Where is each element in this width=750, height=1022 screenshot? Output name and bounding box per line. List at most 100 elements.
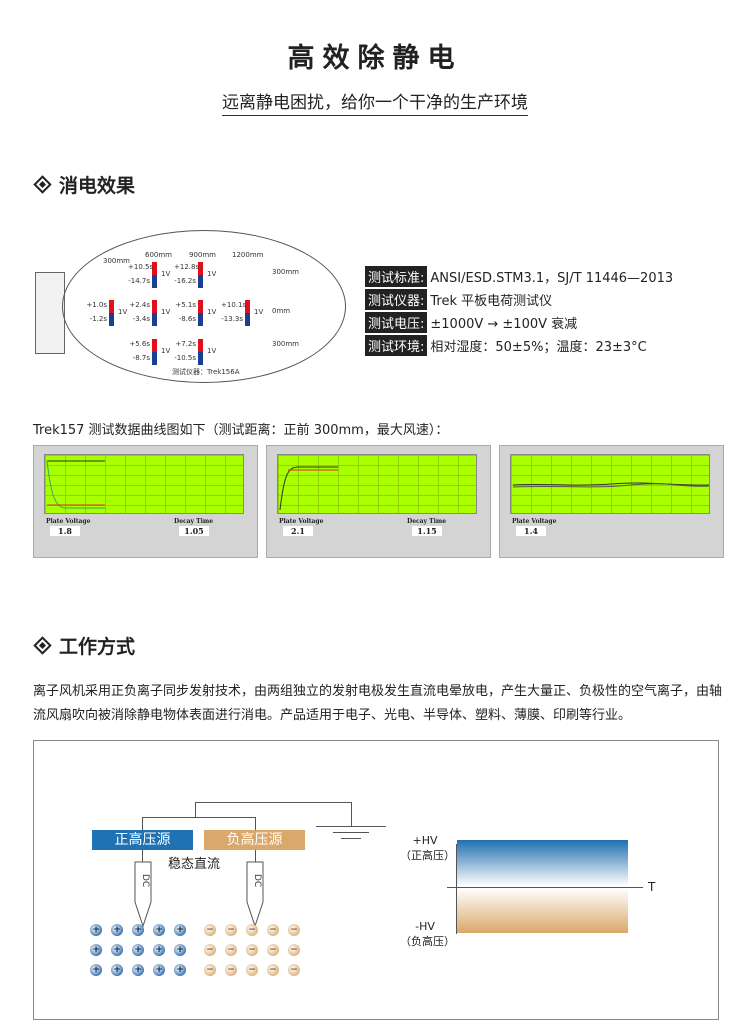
- positive-ion-icon: +: [174, 964, 186, 976]
- voltage-label: 1V: [161, 308, 171, 316]
- voltage-label: 1V: [254, 308, 264, 316]
- positive-ion-icon: +: [174, 924, 186, 936]
- steady-dc-label: 稳态直流: [168, 857, 221, 872]
- negative-hv-source: 负高压源: [204, 830, 305, 850]
- pos-decay-time: +5.1s: [175, 301, 196, 309]
- pos-decay-time: +7.2s: [175, 340, 196, 348]
- negative-ion-icon: −: [267, 944, 279, 956]
- page-title: 高效除静电: [287, 43, 463, 74]
- spec-key: 测试仪器:: [365, 289, 428, 310]
- col-label: 300mm: [103, 257, 130, 265]
- electrode-positive-icon: DC: [134, 861, 152, 928]
- negative-ion-icon: −: [204, 944, 216, 956]
- diamond-icon: [33, 636, 52, 655]
- hv-pos-label: +HV: [412, 834, 438, 847]
- decay-bar: [152, 262, 157, 288]
- diamond-icon: [33, 175, 52, 194]
- decay-bar: [198, 262, 203, 288]
- decay-bar: [198, 300, 203, 326]
- decay-time-label: Decay Time: [407, 518, 447, 525]
- section-working-heading: 工作方式: [33, 632, 135, 659]
- spec-key: 测试标准:: [365, 266, 428, 287]
- col-label: 1200mm: [232, 251, 264, 259]
- voltage-label: 1V: [118, 308, 128, 316]
- spec-value: Trek 平板电荷测试仪: [430, 294, 553, 309]
- t-label: T: [648, 880, 656, 894]
- row-label: 300mm: [272, 340, 299, 348]
- voltage-label: 1V: [207, 270, 217, 278]
- trek-caption: Trek157 测试数据曲线图如下（测试距离：正前 300mm，最大风速）：: [33, 423, 449, 438]
- svg-text:DC: DC: [252, 874, 262, 887]
- plate-voltage-label: Plate Voltage: [46, 518, 91, 525]
- spec-value: ANSI/ESD.STM3.1，SJ/T 11446—2013: [430, 271, 674, 286]
- electrode-negative-icon: DC: [246, 861, 264, 928]
- spec-key: 测试环境:: [365, 335, 428, 356]
- negative-ion-icon: −: [288, 964, 300, 976]
- col-label: 900mm: [189, 251, 216, 259]
- negative-ion-icon: −: [246, 944, 258, 956]
- negative-ion-icon: −: [246, 924, 258, 936]
- plate-voltage-value: 1.4: [516, 526, 546, 536]
- decay-bar: [245, 300, 250, 326]
- neg-decay-time: -14.7s: [128, 277, 150, 285]
- negative-ion-icon: −: [225, 964, 237, 976]
- plate-voltage-label: Plate Voltage: [512, 518, 557, 525]
- plate-voltage-label: Plate Voltage: [279, 518, 324, 525]
- plate-voltage-value: 1.8: [50, 526, 80, 536]
- neg-decay-time: -10.5s: [174, 354, 196, 362]
- row-label: 300mm: [272, 268, 299, 276]
- decay-bar: [152, 339, 157, 365]
- ionizer-device-image: [35, 272, 65, 354]
- negative-ion-icon: −: [267, 964, 279, 976]
- ground-icon: [316, 826, 386, 827]
- positive-ion-icon: +: [90, 944, 102, 956]
- spec-row: 测试仪器:Trek 平板电荷测试仪: [365, 289, 552, 310]
- neg-decay-time: -1.2s: [89, 315, 107, 323]
- negative-ion-icon: −: [267, 924, 279, 936]
- positive-ion-icon: +: [153, 924, 165, 936]
- neg-decay-time: -8.7s: [132, 354, 150, 362]
- instrument-label: 测试仪器：Trek156A: [172, 368, 240, 376]
- negative-ion-icon: −: [288, 944, 300, 956]
- negative-ion-icon: −: [288, 924, 300, 936]
- working-diagram: [33, 740, 719, 1020]
- spec-row: 测试标准:ANSI/ESD.STM3.1，SJ/T 11446—2013: [365, 266, 673, 287]
- negative-ion-icon: −: [225, 944, 237, 956]
- negative-ion-icon: −: [246, 964, 258, 976]
- page-subtitle: 远离静电困扰，给你一个干净的生产环境: [0, 88, 750, 116]
- decay-bar: [109, 300, 114, 326]
- positive-ion-icon: +: [132, 964, 144, 976]
- decay-time-value: 1.05: [179, 526, 209, 536]
- positive-hv-source: 正高压源: [92, 830, 193, 850]
- positive-hv-band: [457, 840, 628, 886]
- spec-value: 相对湿度：50±5%；温度：23±3°C: [430, 340, 647, 355]
- spec-row: 测试环境:相对湿度：50±5%；温度：23±3°C: [365, 335, 647, 356]
- negative-ion-icon: −: [225, 924, 237, 936]
- hv-neg-label: -HV: [415, 920, 435, 933]
- neg-decay-time: -8.6s: [178, 315, 196, 323]
- trek-screenshot: Plate Voltage 1.4: [499, 445, 724, 558]
- pos-decay-time: +2.4s: [129, 301, 150, 309]
- pos-decay-time: +10.5s: [128, 263, 154, 271]
- test-area-oval: [62, 230, 346, 383]
- hv-pos-cn-label: （正高压）: [400, 849, 455, 862]
- decay-bar: [152, 300, 157, 326]
- negative-ion-icon: −: [204, 924, 216, 936]
- decay-bar: [198, 339, 203, 365]
- positive-ion-icon: +: [111, 944, 123, 956]
- t-axis: [447, 887, 643, 888]
- pos-decay-time: +5.6s: [129, 340, 150, 348]
- positive-ion-icon: +: [111, 924, 123, 936]
- hv-neg-cn-label: （负高压）: [400, 935, 455, 948]
- plate-voltage-value: 2.1: [283, 526, 313, 536]
- positive-ion-icon: +: [111, 964, 123, 976]
- positive-ion-icon: +: [132, 944, 144, 956]
- col-label: 600mm: [145, 251, 172, 259]
- svg-text:DC: DC: [140, 874, 150, 887]
- spec-row: 测试电压:±1000V → ±100V 衰减: [365, 312, 577, 333]
- y-axis: [456, 844, 457, 934]
- positive-ion-icon: +: [153, 944, 165, 956]
- section-effect-heading: 消电效果: [33, 171, 135, 198]
